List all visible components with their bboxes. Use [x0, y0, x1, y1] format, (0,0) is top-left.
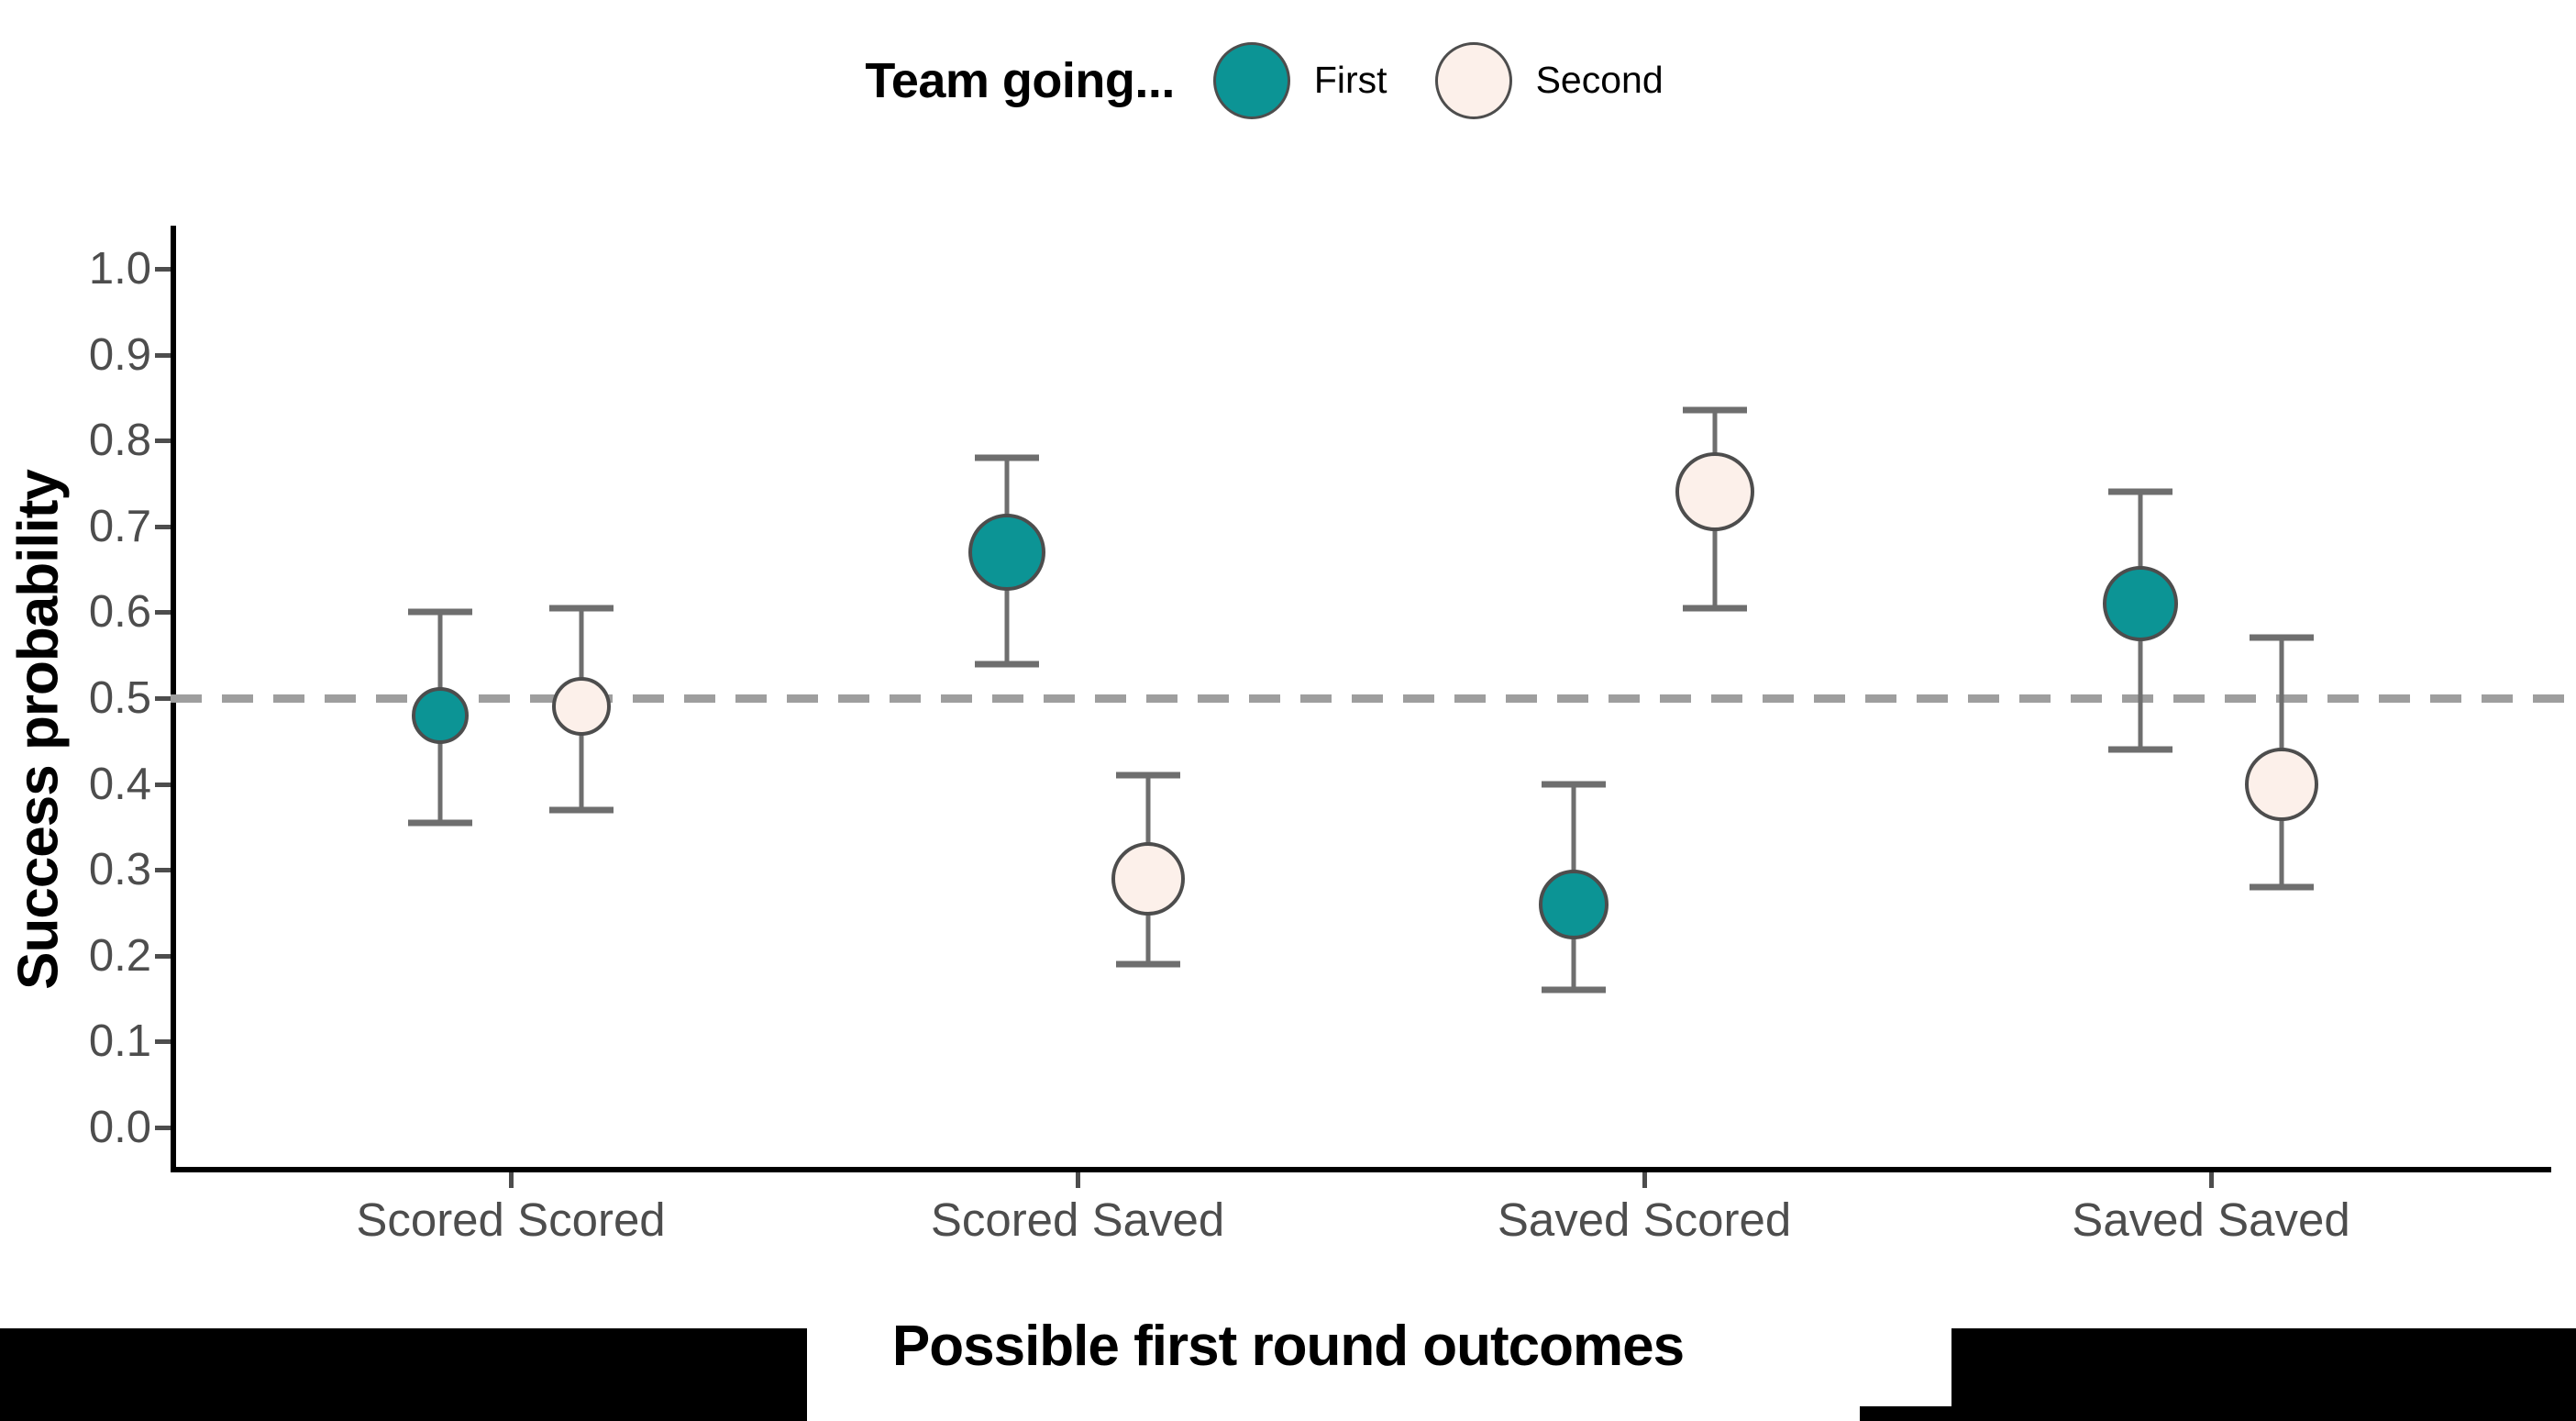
error-bar-cap	[2108, 746, 2172, 753]
data-point[interactable]	[1539, 869, 1609, 939]
x-tick-mark	[1076, 1172, 1080, 1188]
y-tick-label: 0.1	[88, 1016, 151, 1067]
data-point[interactable]	[1675, 452, 1754, 532]
y-tick-mark	[155, 1039, 171, 1045]
y-tick-label: 1.0	[88, 244, 151, 294]
legend-title: Team going...	[865, 52, 1175, 108]
error-bar-cap	[1683, 605, 1747, 612]
capture-border-bottom	[1860, 1406, 1970, 1421]
error-bar-cap	[1542, 986, 1606, 994]
legend-entry-second[interactable]: Second	[1434, 41, 1664, 119]
data-point[interactable]	[2245, 747, 2318, 821]
circle-marker-icon-first	[1212, 41, 1290, 119]
data-point[interactable]	[552, 677, 611, 737]
x-tick-label: Scored Saved	[930, 1193, 1225, 1246]
y-tick-mark	[155, 267, 171, 272]
x-tick-mark	[1642, 1172, 1647, 1188]
y-tick-mark	[155, 868, 171, 873]
x-axis-title: Possible first round outcomes	[891, 1315, 1685, 1378]
x-tick-mark	[2209, 1172, 2214, 1188]
y-tick-label: 0.9	[88, 329, 151, 380]
y-tick-label: 0.7	[88, 501, 151, 551]
error-bar-cap	[975, 661, 1039, 668]
legend-label-first: First	[1313, 59, 1388, 101]
y-tick-label: 0.4	[88, 759, 151, 809]
y-tick-mark	[155, 439, 171, 444]
data-point[interactable]	[412, 686, 469, 744]
y-tick-mark	[155, 953, 171, 959]
error-bar-cap	[549, 605, 614, 612]
y-tick-label: 0.8	[88, 416, 151, 466]
y-tick-label: 0.2	[88, 930, 151, 981]
y-tick-label: 0.5	[88, 673, 151, 723]
error-bar-cap	[975, 454, 1039, 461]
y-tick-mark	[155, 524, 171, 529]
y-tick-mark	[155, 696, 171, 701]
error-bar-cap	[2250, 634, 2314, 641]
y-axis-title: Success probability	[6, 470, 71, 990]
y-tick-mark	[155, 610, 171, 616]
x-tick-label: Saved Saved	[2072, 1193, 2350, 1246]
x-tick-label: Saved Scored	[1497, 1193, 1792, 1246]
data-point[interactable]	[968, 513, 1045, 591]
data-point[interactable]	[1111, 841, 1185, 916]
legend: Team going... First Second	[0, 0, 2576, 161]
error-bar-cap	[408, 608, 472, 616]
error-bar-cap	[549, 806, 614, 814]
error-bar-cap	[1542, 781, 1606, 788]
y-tick-mark	[155, 352, 171, 358]
circle-marker-icon-second	[1434, 41, 1512, 119]
error-bar-cap	[2108, 488, 2172, 495]
capture-border-right	[1951, 1328, 2576, 1421]
error-bar-cap	[2250, 883, 2314, 891]
y-tick-label: 0.0	[88, 1103, 151, 1152]
error-bar-cap	[1116, 960, 1180, 968]
error-bar-cap	[408, 819, 472, 827]
legend-entry-first[interactable]: First	[1212, 41, 1388, 119]
x-tick-mark	[509, 1172, 514, 1188]
error-bar-cap	[1116, 772, 1180, 779]
y-tick-label: 0.3	[88, 845, 151, 895]
y-tick-label: 0.6	[88, 587, 151, 638]
error-bar-cap	[1683, 406, 1747, 414]
capture-border-left	[0, 1328, 807, 1421]
reference-line-half	[171, 694, 2576, 703]
y-tick-mark	[155, 1126, 171, 1130]
x-tick-label: Scored Scored	[356, 1193, 666, 1246]
x-axis-line	[171, 1167, 2551, 1172]
data-point[interactable]	[2103, 566, 2178, 642]
legend-label-second: Second	[1535, 59, 1664, 101]
y-tick-mark	[155, 782, 171, 787]
